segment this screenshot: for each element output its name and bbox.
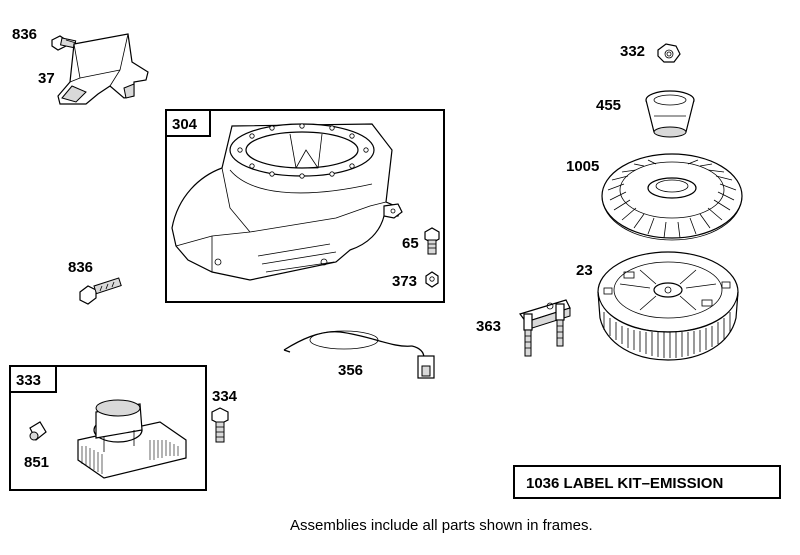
callout-23: 23 — [576, 262, 593, 279]
callout-304: 304 — [172, 116, 198, 133]
callout-836-middle: 836 — [68, 259, 93, 276]
nut-373 — [425, 271, 439, 288]
callout-334: 334 — [212, 388, 238, 405]
bracket-363 — [519, 299, 571, 357]
frame-333 — [9, 365, 207, 491]
blower-housing-304 — [171, 123, 403, 281]
footer-note: Assemblies include all parts shown in fr… — [290, 517, 593, 534]
deflector-37 — [57, 33, 149, 105]
callout-333: 333 — [16, 372, 41, 389]
screw-334 — [211, 407, 229, 443]
bolt-836-top — [51, 35, 77, 51]
ignition-armature-333 — [29, 373, 187, 479]
ground-wire-356 — [283, 330, 435, 379]
nut-332 — [657, 43, 681, 63]
flywheel-23 — [597, 251, 739, 361]
frame-304 — [165, 109, 445, 303]
frame-333-tag — [9, 365, 57, 393]
callout-332: 332 — [620, 43, 645, 60]
callout-373: 373 — [392, 273, 417, 290]
callout-851: 851 — [24, 454, 49, 471]
bolt-65 — [424, 227, 440, 255]
fan-1005 — [601, 153, 743, 241]
callout-836-top: 836 — [12, 26, 37, 43]
bolt-836-middle — [79, 277, 122, 305]
callout-1005: 1005 — [566, 158, 599, 175]
label-kit-box — [513, 465, 781, 499]
callout-65: 65 — [402, 235, 419, 252]
screen-cup-455 — [645, 90, 695, 138]
frame-304-tag — [165, 109, 211, 137]
label-kit-text: 1036 LABEL KIT–EMISSION — [526, 475, 723, 492]
callout-363: 363 — [476, 318, 501, 335]
callout-37: 37 — [38, 70, 55, 87]
callout-356: 356 — [338, 362, 363, 379]
callout-455: 455 — [596, 97, 621, 114]
